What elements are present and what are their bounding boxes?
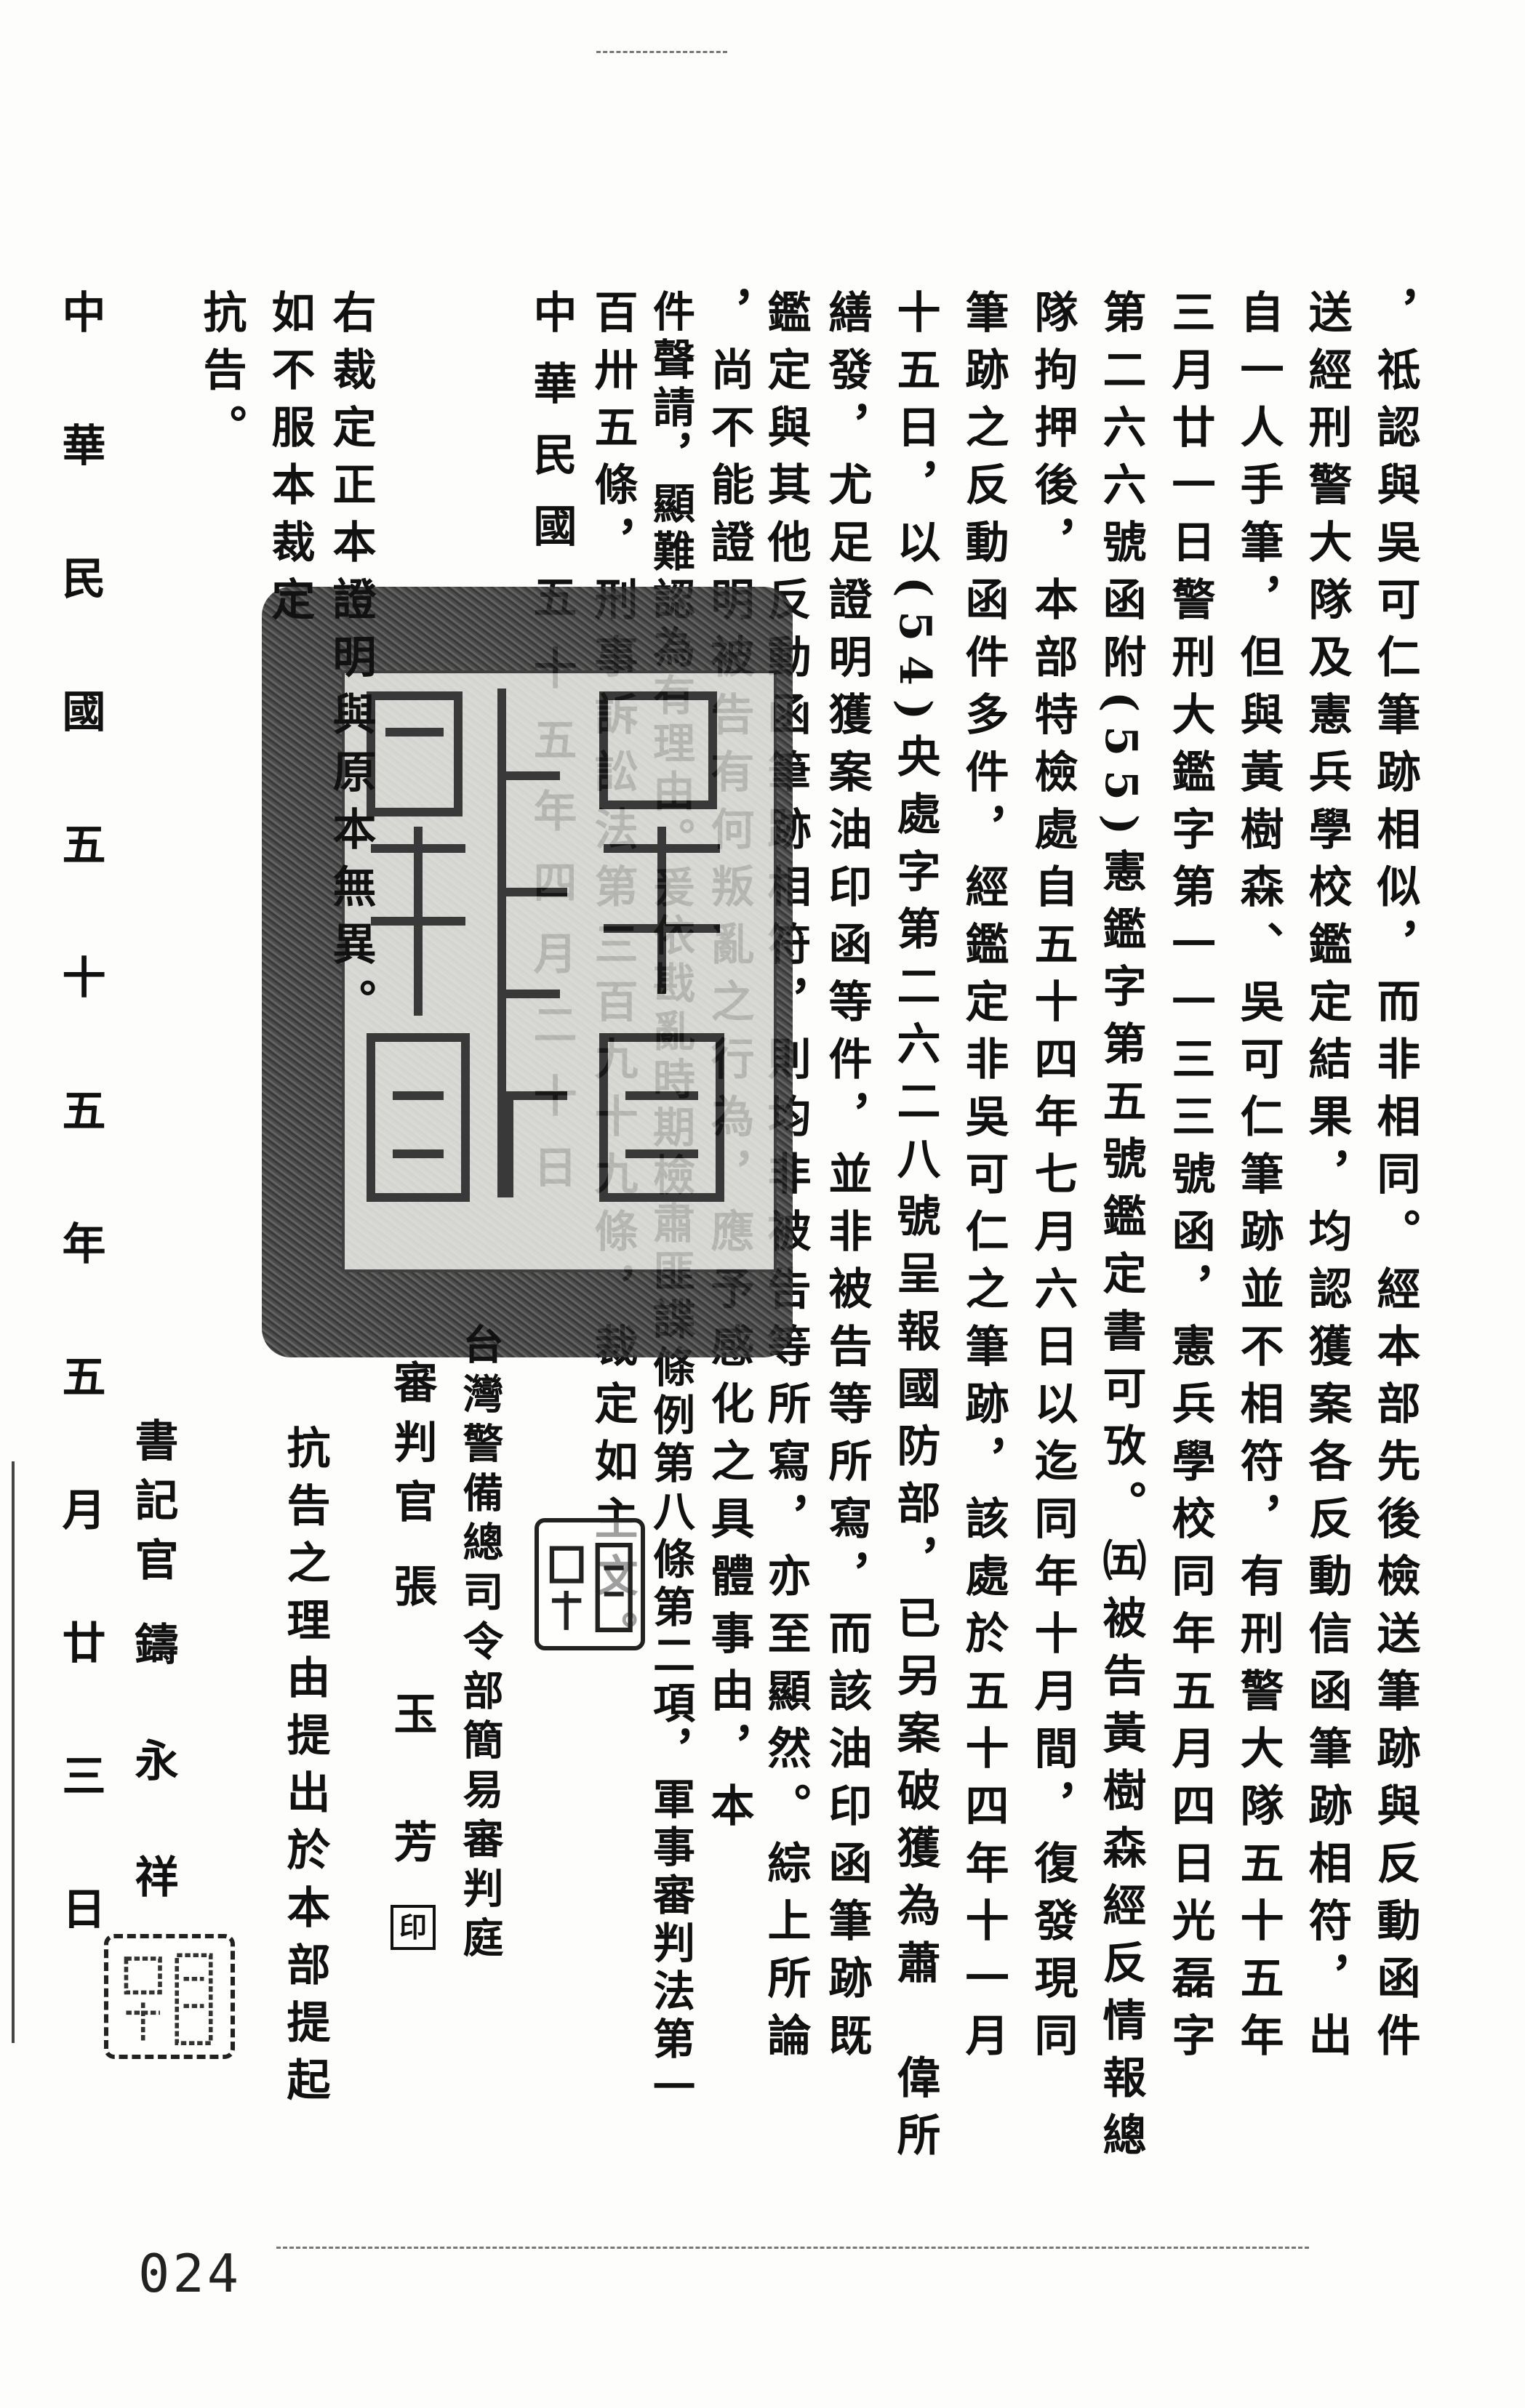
body-column-1: ，祗認與吳可仁筆跡相似，而非相同。經本部先後檢送筆跡與反動函件 [1369, 289, 1420, 2070]
page-number: 024 [138, 2243, 242, 2304]
scan-bottom-line [276, 2247, 1309, 2249]
body-column-5: 第二六六號函附(55)憲鑑字第五號鑑定書可攷。㈤被告黃樹森經反情報總 [1095, 289, 1146, 2170]
body-column-7: 筆跡之反動函件多件，經鑑定非吳可仁之筆跡，該處於五十四年十一月 [958, 289, 1009, 2070]
appeal-notice-line-1: 如不服本裁定 [264, 289, 315, 634]
judge-name: 張 玉 芳 [386, 1563, 437, 1883]
body-column-4: 三月廿一日警刑大鑑字第一一三三號函，憲兵學校同年五月四日光磊字 [1164, 289, 1215, 2070]
judge-title: 審判官 [386, 1360, 437, 1538]
small-seal [535, 1518, 645, 1650]
official-seal [262, 587, 793, 1357]
seal-script-glyphs [367, 689, 724, 1202]
body-column-6: 隊拘押後，本部特檢處自五十四年七月六日以迄同年十月間，復發現同 [1027, 289, 1078, 2070]
body-column-8: 十五日，以(54)央處字第二六二八號呈報國防部，已另案破獲為蕭 偉所 [889, 289, 940, 2170]
body-column-9: 繕發，尤足證明獲案油印函等件，並非被告等所寫，而該油印函筆跡既 [821, 289, 872, 2070]
body-column-3: 自一人手筆，但與黃樹森、吳可仁筆跡並不相符，有刑警大隊五十五年 [1233, 289, 1284, 2070]
clerk-name: 鑄 永 祥 [127, 1621, 178, 1912]
appeal-notice-line-3: 抗告。 [196, 289, 247, 462]
issue-date: 中華民國五十五年五月廿三日 [55, 289, 105, 2019]
appeal-notice-line-2: 抗告之理由提出於本部提起 [279, 1425, 330, 2114]
scan-edge-line [12, 1461, 15, 2043]
court-name: 台灣警備總司令部簡易審判庭 [456, 1323, 504, 1966]
certification-text: 右裁定正本證明與原本無異。 [325, 289, 376, 1036]
scan-mark [596, 51, 727, 53]
clerk-title: 書記官 [127, 1418, 178, 1597]
clerk-seal [104, 1934, 235, 2059]
body-column-2: 送經刑警大隊及憲兵學校鑑定結果，均認獲案各反動信函筆跡相符，出 [1301, 289, 1352, 2070]
judge-stamp: 印 [391, 1905, 436, 1950]
